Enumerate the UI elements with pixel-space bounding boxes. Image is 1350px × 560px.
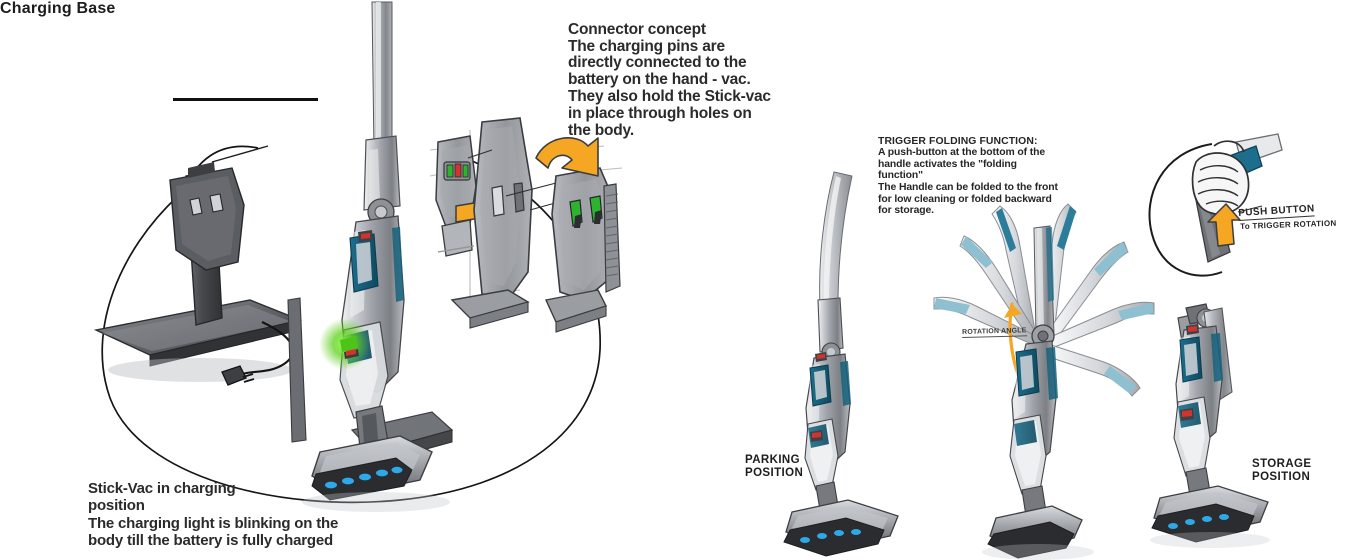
composition-circle <box>101 145 601 504</box>
fan-arm <box>991 205 1037 339</box>
push-button-arrow <box>1207 203 1241 247</box>
charging-position-note: Stick-Vac in charging position The charg… <box>88 462 338 550</box>
led-indicator-strip-parking <box>800 529 861 543</box>
trigger-folding-heading: TRIGGER FOLDING FUNCTION: <box>878 135 1038 147</box>
fan-arm <box>933 296 1041 347</box>
insert-arrow-left <box>455 193 499 227</box>
rotation-angle-handwritten-note: ROTATION ANGLE <box>962 327 1027 338</box>
fan-arm <box>1047 301 1155 349</box>
charging-position-heading: Stick-Vac in charging position <box>88 479 236 515</box>
parking-position-label: PARKING POSITION <box>745 454 804 479</box>
storage-position-figure <box>1150 303 1270 548</box>
trigger-folding-body: A push-button at the bottom of the handl… <box>878 147 1058 217</box>
connector-concept-body: The charging pins are directly connected… <box>568 37 771 139</box>
stick-vac-charging-figure <box>287 1 454 512</box>
charging-base-label: Charging Base <box>0 0 116 17</box>
fan-arm <box>1045 241 1129 343</box>
rotation-fan-figure <box>933 203 1155 560</box>
fan-arm <box>1043 203 1077 335</box>
connector-detail-sketches <box>429 117 623 333</box>
connector-concept-heading: Connector concept <box>568 20 706 38</box>
trigger-folding-note: TRIGGER FOLDING FUNCTION:A push-button a… <box>878 124 1058 217</box>
top-rule-divider <box>173 98 318 101</box>
trigger-rotation-handwritten-note: To TRIGGER ROTATION <box>1240 218 1337 231</box>
hand-grip-figure <box>1148 133 1283 277</box>
led-indicator-strip-storage <box>1168 514 1229 529</box>
storage-position-label: STORAGE POSITION <box>1252 458 1312 483</box>
rotation-arc-arrow <box>1004 302 1042 424</box>
fan-arm <box>1045 343 1141 397</box>
charging-base-figure <box>93 145 303 386</box>
push-button-handwritten-note: PUSH BUTTON <box>1238 203 1316 221</box>
charging-position-body: The charging light is blinking on the bo… <box>88 514 339 550</box>
fan-arm <box>959 235 1039 341</box>
parking-position-figure <box>783 171 899 557</box>
insert-arrow-top <box>535 137 599 177</box>
